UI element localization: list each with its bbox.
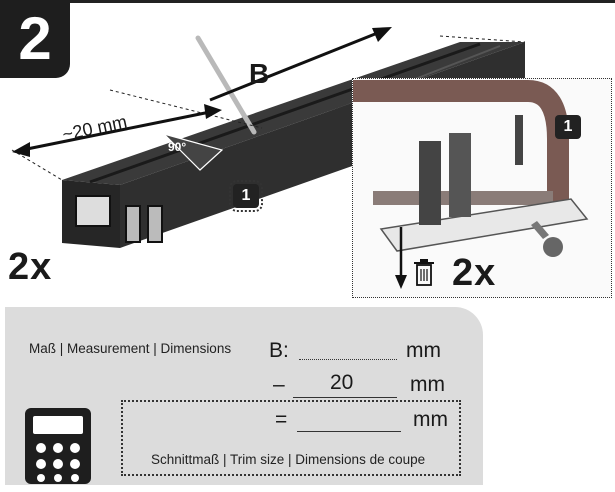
calculation-panel: Maß | Measurement | Dimensions B: mm – 2…	[5, 307, 483, 485]
saw-guide-3	[515, 115, 523, 165]
arrow-down-icon	[395, 275, 407, 289]
b-arrow	[209, 30, 381, 102]
row1-prefix: B:	[269, 339, 289, 362]
b-arrowhead	[372, 27, 392, 42]
part-label-right: 1	[555, 115, 581, 139]
clamped-profile	[379, 198, 589, 252]
quantity-right: 2x	[452, 252, 497, 294]
pencil	[195, 35, 257, 135]
top-rule	[0, 0, 615, 3]
part-label-left: 1	[229, 180, 263, 212]
row2-prefix: –	[273, 373, 285, 396]
rail-groove-1	[89, 42, 481, 184]
step-number-badge: 2	[0, 0, 70, 78]
rail-end-slot-2	[147, 205, 163, 243]
row2-underline	[293, 397, 397, 398]
row1-unit: mm	[406, 339, 441, 362]
measure-letter-b: B	[249, 58, 270, 89]
guide-dash-2	[109, 89, 263, 129]
row1-blank	[299, 359, 397, 360]
row3-unit: mm	[413, 408, 448, 431]
rail-end-slot	[125, 205, 141, 243]
row3-blank	[297, 431, 401, 432]
calculator-icon	[25, 408, 91, 484]
row2-value: 20	[330, 371, 354, 394]
saw-guide-2	[449, 133, 471, 217]
wing-nut-wing	[531, 221, 549, 239]
row2-unit: mm	[410, 373, 445, 396]
result-box: = mm Schnittmaß | Trim size | Dimensions…	[121, 400, 461, 476]
angle-label: 90°	[168, 140, 187, 154]
angle-marker	[161, 132, 224, 171]
quantity-left: 2x	[8, 246, 53, 288]
measurement-label: Maß | Measurement | Dimensions	[29, 341, 232, 356]
rail-top	[62, 42, 525, 185]
trash-icon	[414, 259, 434, 286]
dim-arrowhead-right	[204, 104, 222, 119]
trim-size-label: Schnittmaß | Trim size | Dimensions de c…	[151, 452, 426, 467]
dim-arrow-20	[21, 110, 211, 152]
rail-end-cavity	[75, 195, 111, 227]
guide-dash-3	[439, 35, 526, 43]
wing-nut	[543, 237, 563, 257]
row3-prefix: =	[275, 408, 288, 431]
guide-dash-1	[11, 149, 63, 181]
dim-arrowhead-left	[12, 142, 30, 157]
saw-guide-1	[419, 141, 441, 225]
